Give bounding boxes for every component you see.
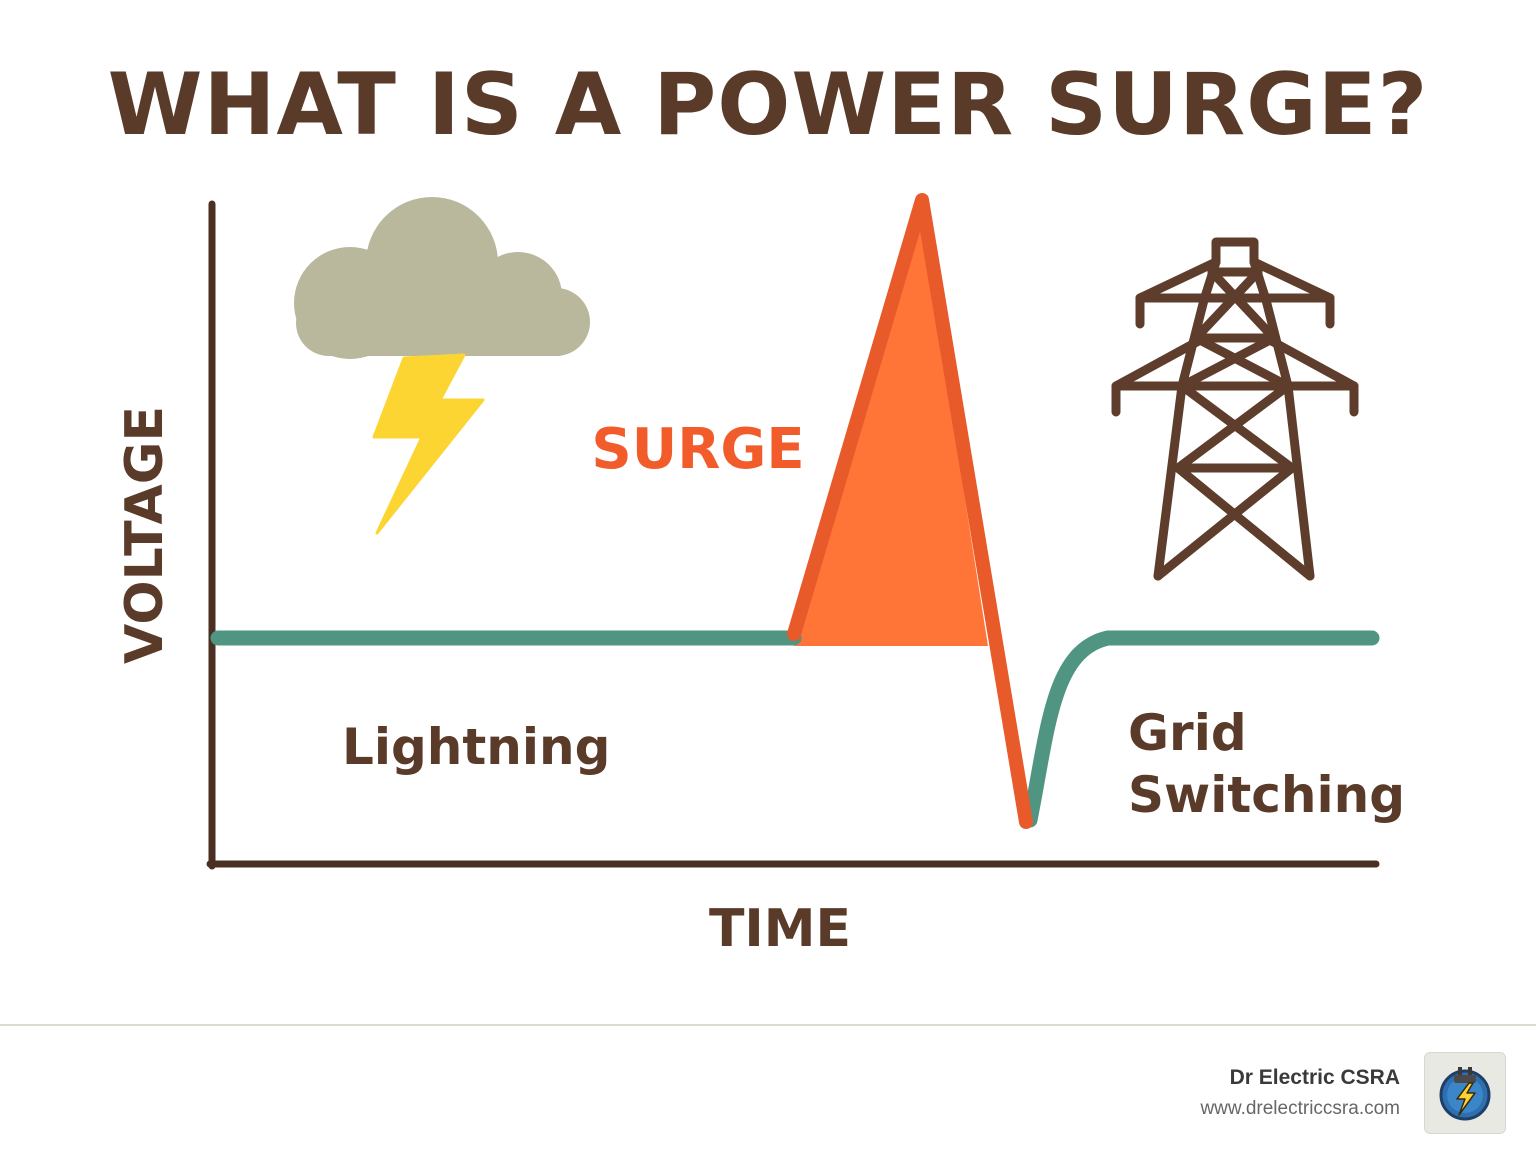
grid-switching-label-line2: Switching [1128, 766, 1405, 824]
recovery-voltage-line [1022, 630, 1380, 828]
brand-name: Dr Electric CSRA [1229, 1066, 1400, 1089]
footer-divider [0, 1024, 1536, 1026]
plug-lightning-logo-icon [1439, 1067, 1491, 1121]
brand-url[interactable]: www.drelectriccsra.com [1200, 1098, 1400, 1119]
surge-outline [787, 193, 1033, 829]
brand-logo [1424, 1052, 1506, 1134]
axes [206, 200, 1380, 870]
transmission-tower-icon [1111, 237, 1359, 581]
y-axis-label: VOLTAGE [115, 406, 175, 664]
grid-switching-label-line1: Grid [1128, 704, 1247, 762]
surge-spike-fill [794, 200, 988, 646]
x-axis-label: TIME [709, 899, 851, 959]
cloud-shape [294, 197, 590, 359]
lightning-bolt [372, 353, 485, 535]
lightning-label: Lightning [342, 718, 610, 776]
storm-cloud-lightning-icon [294, 197, 590, 535]
surge-label: SURGE [591, 417, 804, 482]
surge-diagram: VOLTAGE TIME SURGE Lightning Grid Switch… [115, 193, 1405, 959]
page-title: WHAT IS A POWER SURGE? [107, 55, 1429, 155]
